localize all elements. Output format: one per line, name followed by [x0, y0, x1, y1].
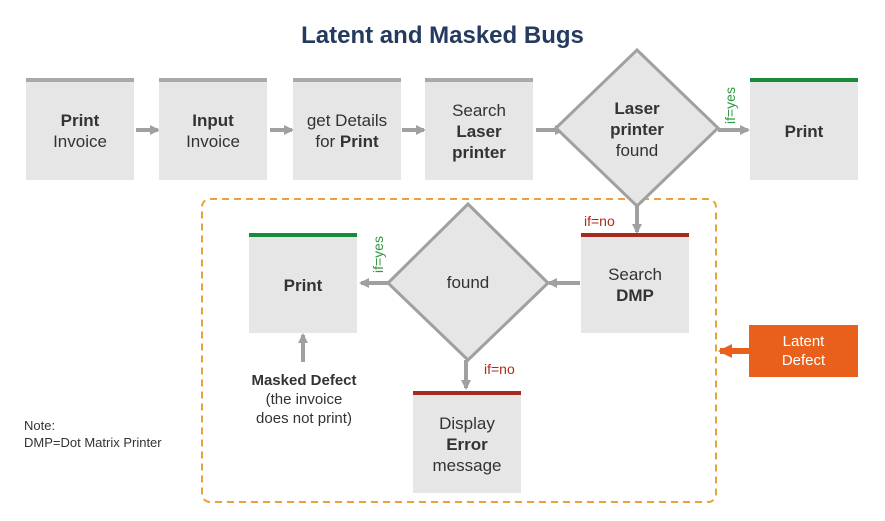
node-get-details-line1: get Details: [306, 111, 388, 130]
decision-laser-bold2: printer: [610, 120, 664, 139]
masked-defect-caption: Masked Defect (the invoice does not prin…: [236, 371, 372, 428]
node-search-laser-bold2: printer: [452, 142, 506, 162]
node-display-error-line1: Display: [439, 413, 495, 433]
node-get-details-line2-bold: Print: [339, 132, 379, 151]
node-get-details-line2-pre: for: [315, 132, 340, 151]
node-print-top-bold: Print: [784, 121, 824, 141]
node-print-invoice-text: Invoice: [53, 132, 107, 151]
decision-found-text: found: [418, 272, 518, 293]
legend-note: Note: DMP=Dot Matrix Printer: [24, 417, 162, 451]
label-if-yes-top: if=yes: [722, 87, 738, 124]
node-input-invoice-text: Invoice: [186, 132, 240, 151]
node-print-invoice-bold: Print: [60, 111, 100, 130]
node-display-error: Display Error message: [413, 391, 521, 493]
decision-found-label: found: [446, 273, 490, 292]
latent-defect-line2: Defect: [781, 352, 826, 369]
masked-defect-line1: (the invoice: [265, 391, 343, 408]
node-search-laser-bold1: Laser: [456, 121, 502, 141]
node-get-details-line2: for Print: [315, 131, 378, 152]
decision-laser-found-text: Laser printer found: [587, 98, 687, 161]
node-display-error-line3: message: [432, 455, 502, 475]
decision-found: [385, 201, 551, 363]
masked-defect-title: Masked Defect: [251, 372, 357, 389]
node-input-invoice: Input Invoice: [159, 78, 267, 180]
node-search-laser: Search Laser printer: [425, 78, 533, 180]
node-display-error-bold: Error: [446, 434, 488, 454]
label-if-no-top: if=no: [584, 213, 615, 229]
node-search-dmp-bold: DMP: [616, 286, 654, 305]
node-input-invoice-bold: Input: [192, 111, 234, 130]
node-print-top: Print: [750, 78, 858, 180]
note-line1: Note:: [24, 418, 56, 433]
masked-defect-line2: does not print): [256, 410, 352, 427]
note-line2: DMP=Dot Matrix Printer: [24, 435, 162, 450]
node-search-dmp: Search DMP: [581, 233, 689, 333]
node-print-bottom-bold: Print: [283, 275, 323, 295]
node-search-dmp-line1: Search: [608, 265, 662, 284]
node-search-laser-line1: Search: [452, 100, 506, 120]
latent-region-border: [201, 198, 717, 503]
label-if-no-bottom: if=no: [484, 361, 515, 377]
node-print-bottom: Print: [249, 233, 357, 333]
latent-defect-line1: Latent: [782, 333, 825, 350]
decision-laser-bold1: Laser: [614, 99, 660, 118]
decision-laser-text: found: [615, 141, 659, 160]
diagram-title: Latent and Masked Bugs: [301, 22, 584, 49]
node-print-invoice: Print Invoice: [26, 78, 134, 180]
latent-defect-badge: Latent Defect: [749, 325, 858, 377]
node-get-details: get Details for Print: [293, 78, 401, 180]
decision-laser-found: [553, 47, 721, 209]
label-if-yes-bottom: if=yes: [370, 236, 386, 273]
